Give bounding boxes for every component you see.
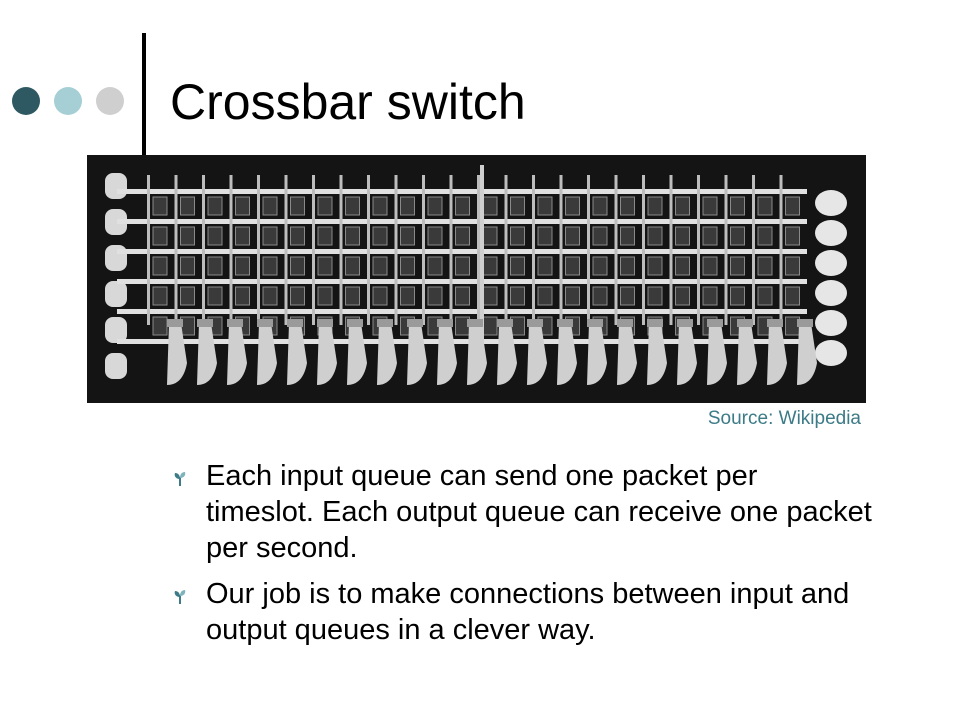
bullet-list: Each input queue can send one packet per… xyxy=(172,458,872,658)
title-divider xyxy=(142,33,146,155)
dot-gray-icon xyxy=(96,87,124,115)
dot-light-icon xyxy=(54,87,82,115)
bullet-text: Each input queue can send one packet per… xyxy=(206,460,872,564)
image-caption: Source: Wikipedia xyxy=(707,408,861,429)
sprout-bullet-icon xyxy=(174,472,186,486)
bullet-text: Our job is to make connections between i… xyxy=(206,578,850,646)
sprout-bullet-icon xyxy=(174,590,186,604)
dot-dark-icon xyxy=(12,87,40,115)
slide-title: Crossbar switch xyxy=(170,74,526,130)
bullet-item: Each input queue can send one packet per… xyxy=(172,458,872,566)
crossbar-switch-photo xyxy=(87,155,866,403)
bullet-item: Our job is to make connections between i… xyxy=(172,576,872,648)
